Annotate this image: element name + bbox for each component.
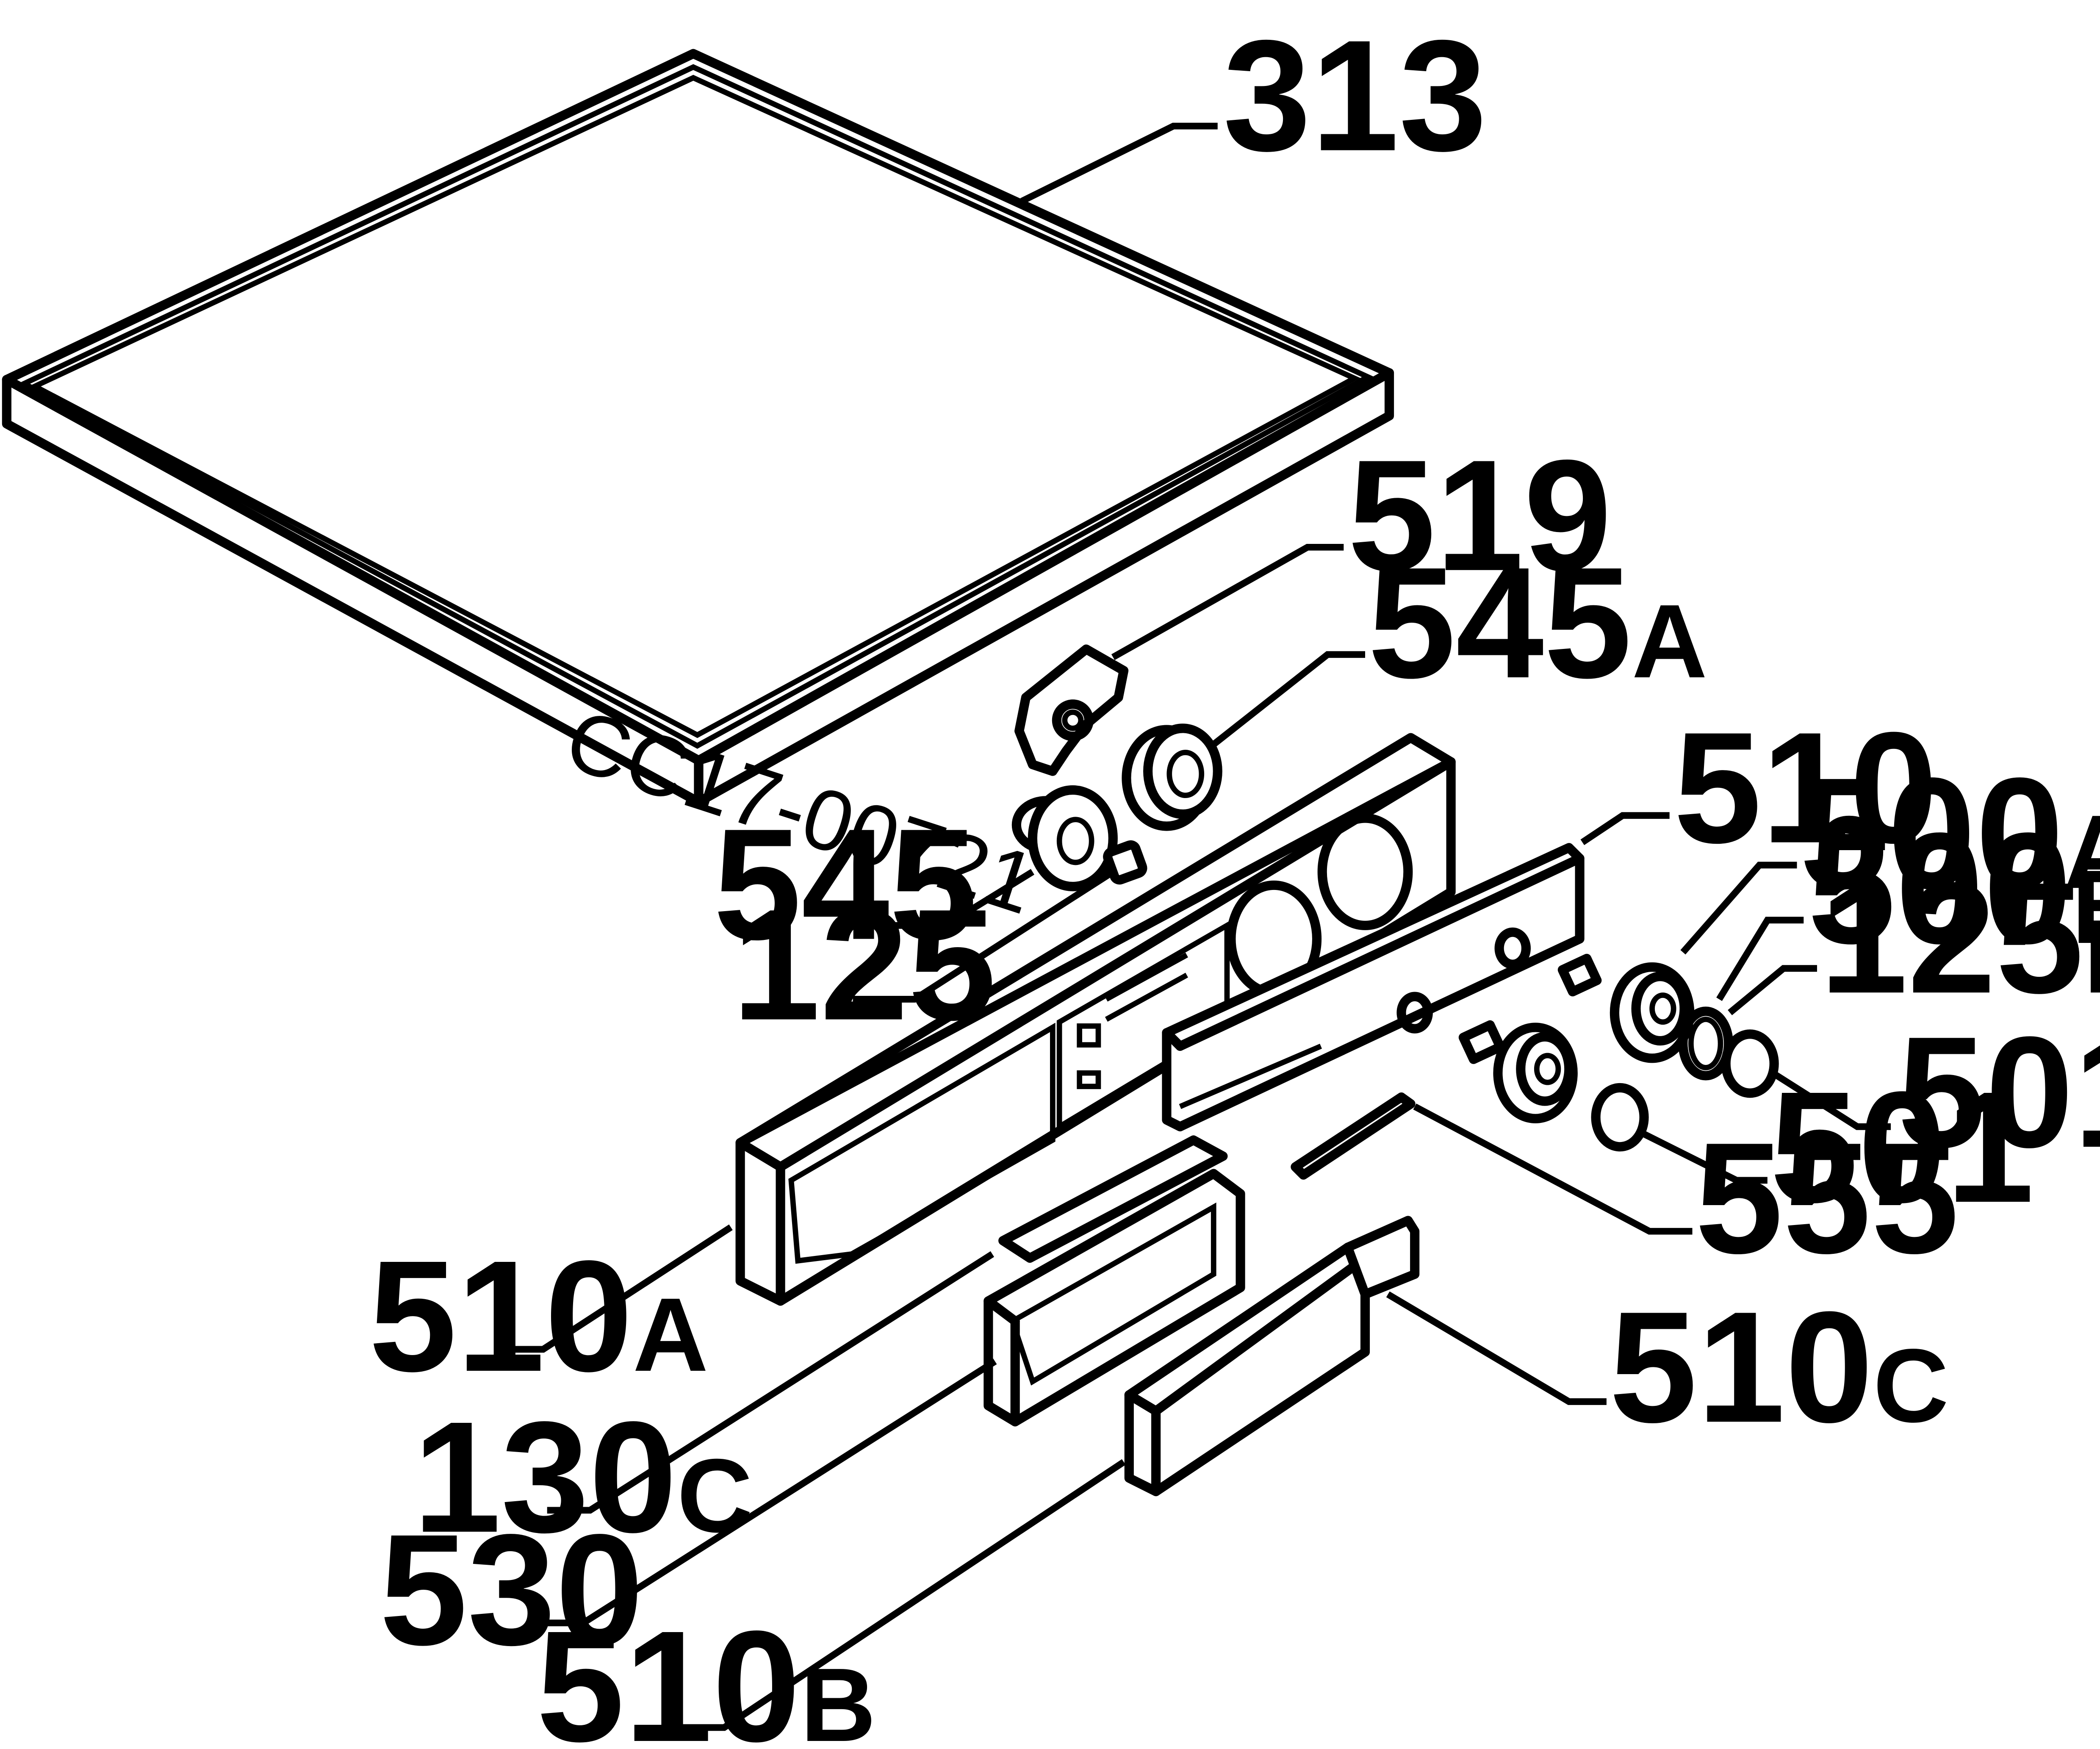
part-510-fascia-strip: [1162, 843, 1585, 1131]
label-510a: 510A: [369, 1228, 709, 1405]
leader-lines: [510, 122, 1891, 1731]
label-510: 510: [1673, 699, 1937, 876]
label-501-right: 501: [1898, 1004, 2100, 1181]
label-510c: 510C: [1609, 1279, 1949, 1455]
part-510c-insert: [1343, 1216, 1420, 1299]
part-500a-knob: [1557, 953, 1695, 1063]
part-130c-strip: [998, 1135, 1228, 1263]
part-500-knob: [1458, 1020, 1578, 1123]
part-510b-cover: [1124, 1242, 1370, 1497]
label-501-left: 501: [1770, 1059, 2034, 1236]
part-530-display-frame: [984, 1169, 1245, 1427]
part-501-cap-left: [1591, 1083, 1649, 1152]
part-555-rod: [1291, 1092, 1416, 1180]
part-545a-knob-bush: [1122, 723, 1222, 831]
part-125-small-part: [1103, 840, 1147, 885]
label-545: 545: [713, 796, 977, 973]
label-130c: 130C: [413, 1389, 753, 1566]
label-510b: 510B: [536, 1598, 876, 1749]
label-313: 313: [1223, 8, 1487, 184]
label-530: 530: [380, 1502, 643, 1678]
label-519: 519: [1348, 427, 1612, 604]
part-501-cap-right: [1721, 1029, 1779, 1098]
part-545-knob-bush: [1011, 785, 1118, 892]
label-125: 125: [732, 876, 996, 1053]
label-555: 555: [1695, 1110, 1959, 1286]
label-500a: 500A: [1800, 745, 2100, 922]
label-500b: 500B: [1808, 800, 2100, 977]
part-313-worktop: [2, 49, 1394, 807]
label-125e: 125E: [1820, 850, 2100, 1026]
part-510a-control-panel: [735, 733, 1456, 1306]
part-519-switch-bracket: [1014, 644, 1129, 776]
label-545a: 545A: [1368, 535, 1707, 711]
